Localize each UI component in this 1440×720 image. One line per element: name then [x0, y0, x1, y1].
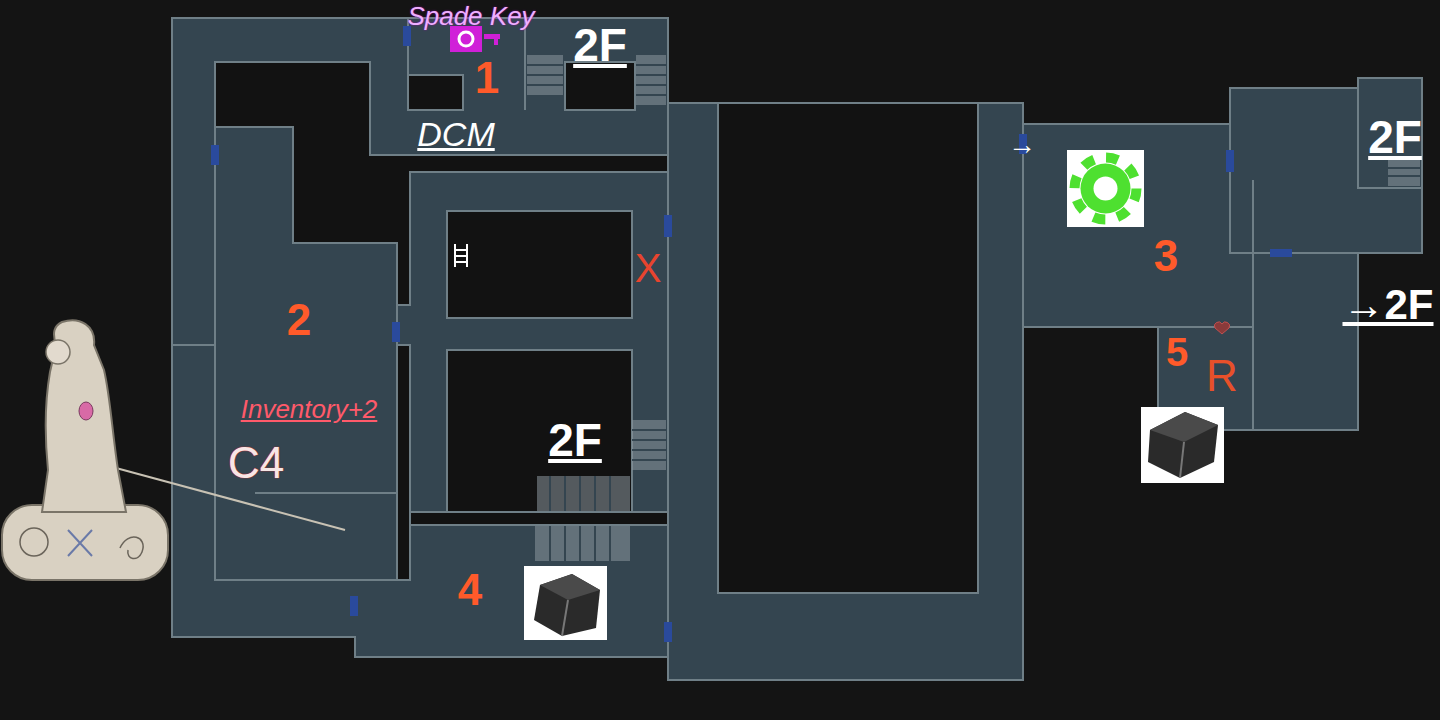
item-label: C4 — [228, 439, 284, 487]
floor-label: →2F — [1342, 282, 1433, 328]
floor-label: 2F — [573, 20, 627, 71]
floor-area — [172, 18, 1422, 680]
callout-number: 1 — [475, 54, 499, 102]
wall-line — [172, 18, 1253, 493]
safe-icon — [1141, 407, 1224, 483]
stair-steps — [527, 65, 1420, 561]
gear-icon — [1067, 150, 1144, 227]
floor-label: 2F — [548, 415, 602, 466]
stairs — [527, 55, 1420, 561]
heart-icon — [1214, 322, 1229, 334]
room-label: DCM — [417, 116, 494, 153]
callout-number: 4 — [458, 566, 482, 614]
direction-arrow: → — [1008, 130, 1036, 161]
wall-block — [215, 62, 978, 593]
item-label: Spade Key — [407, 2, 534, 31]
ladder-icon — [455, 244, 467, 267]
callout-number: 2 — [287, 296, 311, 344]
marker-label: X — [635, 246, 662, 290]
callout-number: 3 — [1154, 232, 1178, 280]
floor-label: 2F — [1368, 112, 1422, 163]
marker-label: R — [1206, 352, 1238, 400]
safe-icon — [524, 566, 607, 640]
statue-illustration — [2, 320, 345, 580]
callout-number: 5 — [1166, 330, 1188, 374]
door — [211, 26, 1292, 642]
item-label: Inventory+2 — [241, 395, 378, 424]
